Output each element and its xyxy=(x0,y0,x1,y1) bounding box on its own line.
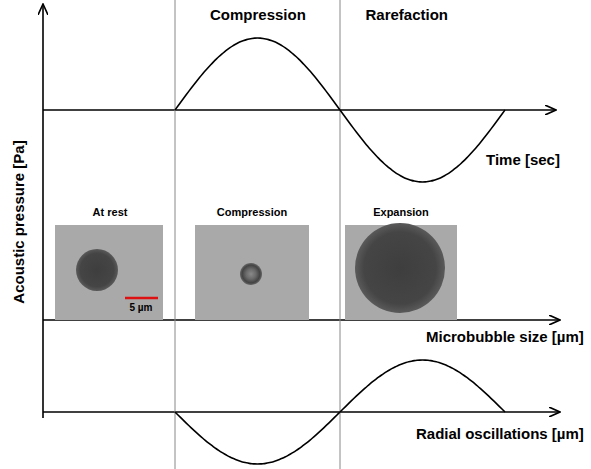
y-axis xyxy=(42,4,44,418)
phase-label: Compression xyxy=(210,6,306,24)
microbubble xyxy=(76,249,118,291)
scale-bar xyxy=(125,297,158,300)
wave-curve xyxy=(175,360,505,464)
phase-line xyxy=(340,0,341,469)
phase-line xyxy=(175,0,176,469)
microbubble-images xyxy=(55,223,457,320)
panel-heading: Compression xyxy=(217,205,287,219)
curves xyxy=(175,38,505,464)
image-frame xyxy=(195,225,309,320)
scale-label: 5 µm xyxy=(130,301,153,315)
axis-title: Microbubble size [µm] xyxy=(426,328,584,346)
panel-heading: Expansion xyxy=(373,205,429,219)
image-panel: Expansion xyxy=(345,203,457,320)
microbubble xyxy=(240,263,262,285)
oscillation-axis xyxy=(43,411,560,413)
axis-title: Time [sec] xyxy=(486,151,560,169)
time-axis xyxy=(43,109,556,111)
microbubble xyxy=(355,223,445,313)
wave-curve xyxy=(175,38,505,182)
phase-label: Rarefaction xyxy=(366,6,449,24)
image-frame xyxy=(55,225,163,320)
panel-heading: At rest xyxy=(93,205,128,219)
axis-title: Acoustic pressure [Pa] xyxy=(9,140,27,303)
image-panel: Compression xyxy=(195,203,309,320)
axes xyxy=(43,0,560,469)
image-panel: At rest 5 µm xyxy=(55,203,163,320)
axis-title: Radial oscillations [µm] xyxy=(416,425,584,443)
